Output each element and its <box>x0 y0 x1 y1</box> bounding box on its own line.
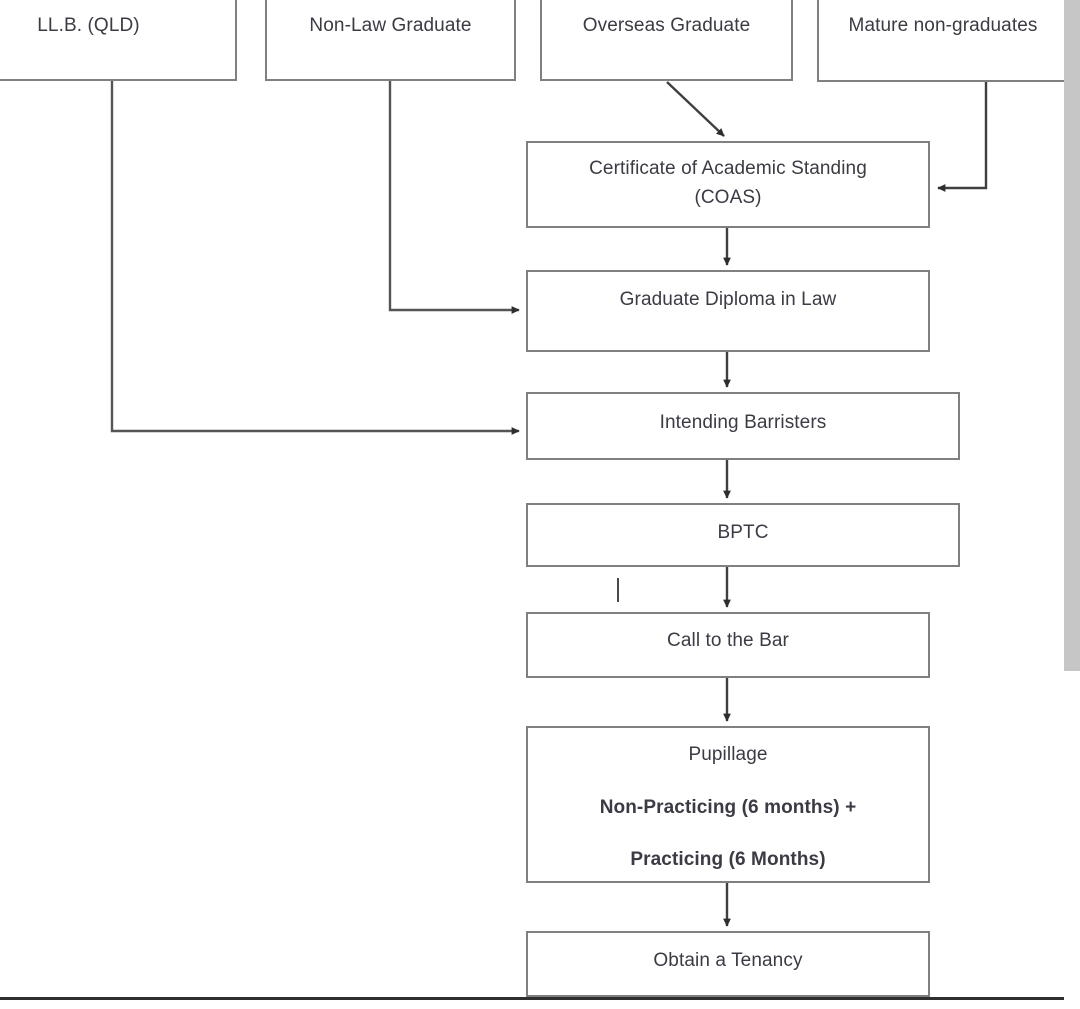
node-bptc[interactable]: BPTC <box>526 503 960 567</box>
node-graduate-diploma-in-law[interactable]: Graduate Diploma in Law <box>526 270 930 352</box>
node-obtain-a-tenancy[interactable]: Obtain a Tenancy <box>526 931 930 997</box>
node-coas-label-line1: Certificate of Academic Standing <box>589 158 867 179</box>
page-bottom-divider <box>0 997 1064 1000</box>
node-call-to-the-bar[interactable]: Call to the Bar <box>526 612 930 678</box>
node-pupillage[interactable]: Pupillage Non-Practicing (6 months) + Pr… <box>526 726 930 883</box>
edge-overseas-graduate-to-coas <box>666 81 725 137</box>
edge-llb-to-intending-barristers <box>110 81 520 435</box>
node-non-law-graduate-label: Non-Law Graduate <box>309 15 472 36</box>
node-graduate-diploma-in-law-label: Graduate Diploma in Law <box>619 289 837 310</box>
node-coas-label-line2: (COAS) <box>694 186 762 208</box>
node-mature-non-graduates[interactable]: Mature non-graduates <box>817 0 1069 82</box>
node-overseas-graduate-label: Overseas Graduate <box>582 15 751 36</box>
node-non-law-graduate[interactable]: Non-Law Graduate <box>265 0 516 81</box>
edge-mature-non-graduates-to-coas <box>937 82 988 192</box>
node-call-to-the-bar-label: Call to the Bar <box>667 630 789 651</box>
node-bptc-label: BPTC <box>717 522 769 543</box>
vertical-scrollbar-track[interactable] <box>1064 0 1080 1009</box>
node-intending-barristers-label: Intending Barristers <box>659 412 827 433</box>
stray-tick-artifact <box>617 578 619 602</box>
node-obtain-a-tenancy-label: Obtain a Tenancy <box>653 950 803 971</box>
node-pupillage-label-line1: Pupillage <box>688 744 768 765</box>
node-pupillage-label-line2: Non-Practicing (6 months) + <box>599 796 857 818</box>
node-mature-non-graduates-label: Mature non-graduates <box>848 15 1038 36</box>
vertical-scrollbar-thumb[interactable] <box>1064 0 1080 671</box>
node-intending-barristers[interactable]: Intending Barristers <box>526 392 960 460</box>
node-pupillage-label-line3: Practicing (6 Months) <box>630 849 826 870</box>
node-llb-qld-label: LL.B. (QLD) <box>37 15 140 36</box>
node-llb-qld[interactable]: LL.B. (QLD) <box>0 0 237 81</box>
node-certificate-of-academic-standing[interactable]: Certificate of Academic Standing (COAS) <box>526 141 930 228</box>
edge-non-law-graduate-to-graduate-diploma <box>388 81 520 314</box>
node-overseas-graduate[interactable]: Overseas Graduate <box>540 0 793 81</box>
